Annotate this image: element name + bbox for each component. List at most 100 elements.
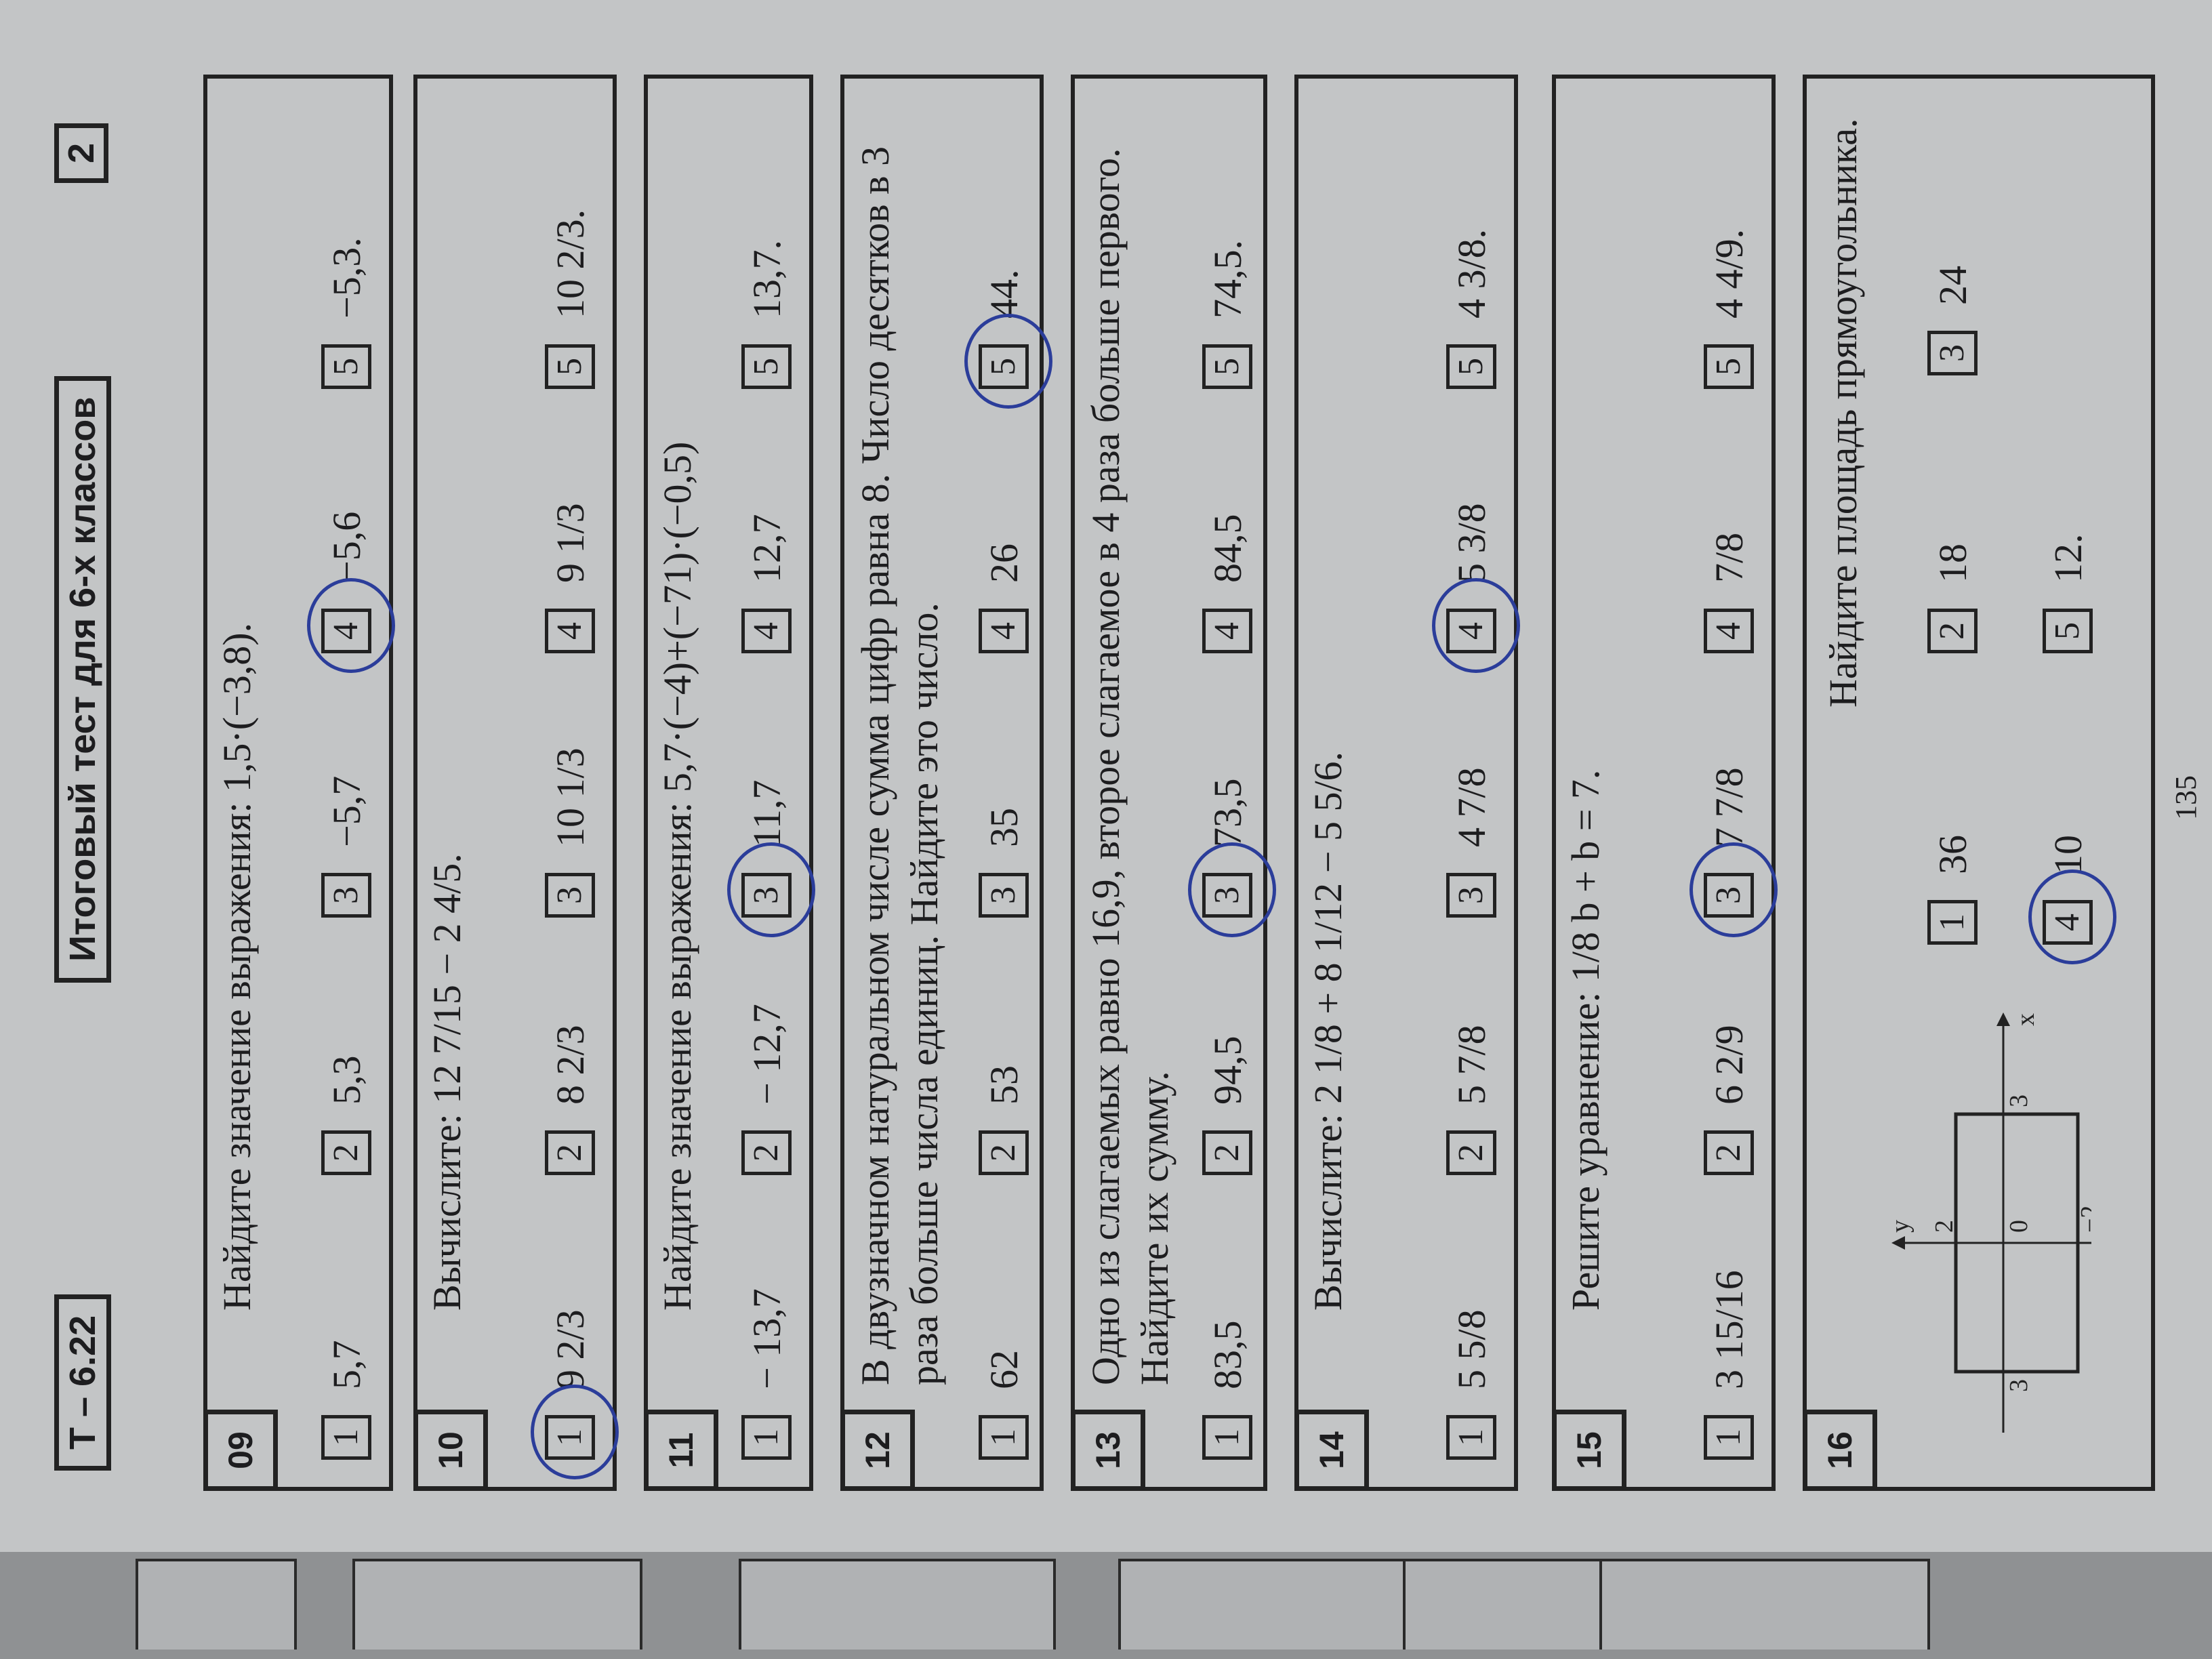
option-value: 24 [1930,266,1975,305]
pen-circle-mark [307,578,395,673]
option-value: −5,6 [324,511,369,583]
option-number-box: 3 [545,873,595,918]
option-number-box: 1 [1446,1415,1496,1460]
answer-option-3[interactable]: 3 −5,7 [309,776,384,918]
page-number-box: 2 [54,123,108,183]
option-value: 11,7 [744,779,789,847]
paper-sheet: Т – 6.22 Итоговый тест для 6-х классов 2… [0,0,2212,1552]
option-number-box: 5 [1446,344,1496,389]
option-value: 73,5 [1205,778,1250,848]
answer-option-5[interactable]: 5−5,3. [309,237,384,389]
option-value: − 12,7 [744,1004,789,1105]
option-number-box: 3 [1689,842,1778,937]
option-value: 9 1/3 [548,503,592,583]
option-number-box: 3 [321,873,371,918]
answer-option-4[interactable]: 4 9 1/3 [533,503,607,653]
option-number-box: 4 [545,609,595,653]
x-axis-label: x [2011,1013,2040,1026]
answer-option-4[interactable]: 4−5,6 [307,511,395,673]
option-number-box: 5 [321,344,371,389]
problem-question: Найдите площадь прямоугольника. [1821,118,1865,708]
answer-option-5[interactable]: 5 4 3/8. [1434,229,1509,389]
option-value: −5,7 [324,775,369,847]
x-tick-positive: 3 [2005,1094,2033,1107]
pen-circle-mark [1188,842,1276,937]
option-value: 84,5 [1205,514,1250,583]
option-number-box: 3 [1927,331,1978,375]
option-number-box: 1 [531,1385,619,1479]
option-number-box: 5 [545,344,595,389]
option-number-box: 2 [1446,1130,1496,1175]
option-value: 8 2/3 [548,1025,592,1105]
option-value: 94,5 [1205,1036,1250,1105]
option-number-box: 3 [1188,842,1276,937]
option-number-box: 4 [979,609,1029,653]
page-footer-number: 135 [2169,775,2203,820]
option-number-box: 4 [1202,609,1252,653]
option-number-box: 2 [979,1130,1029,1175]
option-number-box: 3 [727,842,815,937]
option-number-box: 5 [964,314,1052,409]
option-number-box: 5 [2043,609,2093,653]
answer-option-1[interactable]: 1− 13,7 [729,1288,804,1460]
option-value: 4 7/8 [1449,767,1494,847]
problem-number: 09 [203,1410,278,1491]
option-value: 3 15/16 [1706,1270,1751,1389]
option-value: 12,7 [744,514,789,583]
problem-question: Вычислите: 12 7/15 − 2 4/5. [425,853,469,1311]
y-axis-label: y [1888,1220,1914,1233]
rotated-page: Т – 6.22 Итоговый тест для 6-х классов 2… [47,75,2203,1491]
problem-number: 15 [1552,1410,1626,1491]
lower-page-edge [0,1552,2212,1659]
option-number-box: 5 [1704,344,1754,389]
answer-option-2[interactable]: 2− 12,7 [729,1004,804,1175]
answer-option-3[interactable]: 3 24 [1915,266,1990,375]
page-header: Т – 6.22 Итоговый тест для 6-х классов 2 [47,88,129,1471]
option-value: 4 3/8. [1449,228,1494,319]
option-value: 10 [2045,835,2090,874]
x-axis-arrow [1996,1012,2010,1026]
problem-number: 16 [1803,1410,1877,1491]
problem-number: 11 [644,1410,718,1491]
